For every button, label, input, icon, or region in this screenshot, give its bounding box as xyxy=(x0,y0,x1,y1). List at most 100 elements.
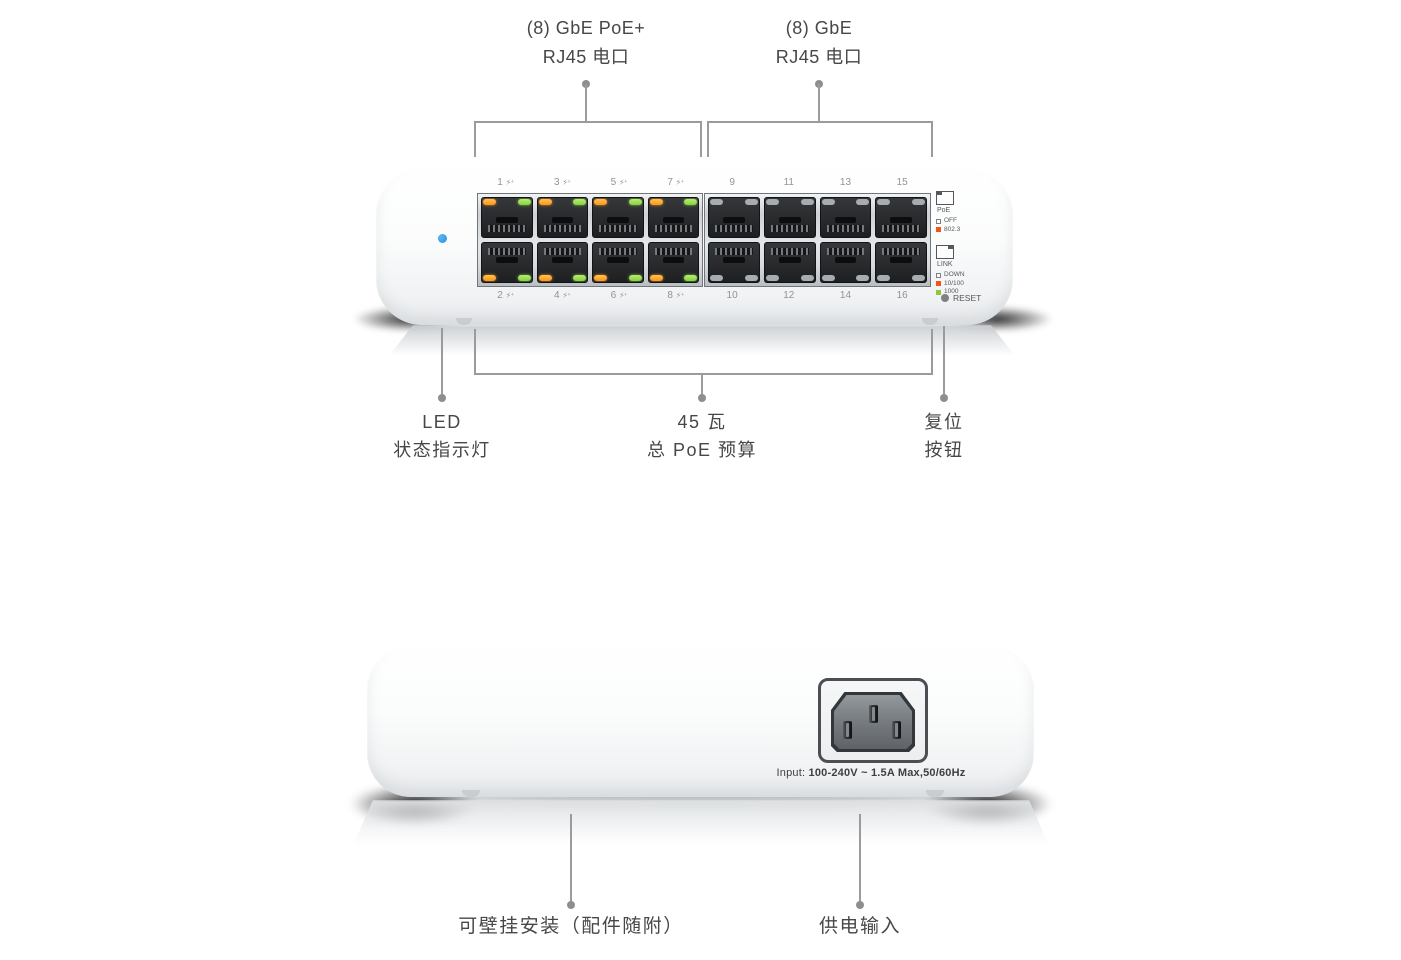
port-pins xyxy=(543,225,581,232)
port-pins xyxy=(599,225,637,232)
link-led xyxy=(628,275,642,281)
port-number-label: 5 ⚡⁺ xyxy=(610,177,628,188)
legend-item: 802.3 xyxy=(936,226,1006,235)
port-opening xyxy=(890,217,912,223)
poe-led xyxy=(594,275,607,281)
poe-led-off xyxy=(877,199,891,205)
port-pins xyxy=(770,248,809,255)
port-pins xyxy=(654,225,692,232)
link-led-off xyxy=(744,275,758,281)
port-number-label: 9 xyxy=(729,177,735,188)
device-foot xyxy=(922,318,938,325)
port-number-label: 6 ⚡⁺ xyxy=(610,290,628,301)
poe-led-off xyxy=(821,275,835,281)
port-pins xyxy=(715,248,753,255)
port-pins xyxy=(882,248,920,255)
callout-poe-budget-line2: 总 PoE 预算 xyxy=(646,440,758,460)
pin-slot xyxy=(895,723,898,737)
power-pin-earth xyxy=(869,705,878,723)
poe-bolt-icon: ⚡⁺ xyxy=(618,178,628,187)
legend-swatch xyxy=(936,227,941,233)
port-number-label: 2 ⚡⁺ xyxy=(497,290,515,301)
callout-line-power-input xyxy=(859,814,861,902)
port-opening xyxy=(723,257,745,263)
rj45-port xyxy=(708,242,760,283)
callout-led-line1: LED xyxy=(422,412,462,432)
rj45-poe-port xyxy=(647,242,699,283)
callout-poe-budget-line1: 45 瓦 xyxy=(677,412,727,432)
legend-item: 1000 xyxy=(936,288,1006,297)
device-foot xyxy=(462,790,480,797)
legend-swatch xyxy=(936,272,941,278)
port-number-label: 10 xyxy=(726,290,738,301)
callout-line-reset xyxy=(943,326,945,395)
port-pins xyxy=(882,225,920,232)
legend-swatch xyxy=(936,289,941,295)
port-opening xyxy=(551,217,573,223)
poe-led xyxy=(483,199,496,205)
led-position-marker xyxy=(936,191,942,195)
port-number-label: 13 xyxy=(839,177,852,188)
legend-item-label: 1000 xyxy=(944,288,959,295)
link-led xyxy=(573,275,586,281)
port-opening xyxy=(778,257,801,263)
rj45-port xyxy=(819,197,872,238)
callout-line-wall-mount xyxy=(570,814,572,902)
callout-dot xyxy=(438,394,446,402)
power-rating-text: Input: 100-240V ~ 1.5A Max,50/60Hz xyxy=(771,767,971,779)
status-led-indicator xyxy=(438,234,447,243)
poe-bolt-icon: ⚡⁺ xyxy=(505,291,515,300)
poe-led-off xyxy=(877,275,891,281)
callout-reset-line1: 复位 xyxy=(924,412,964,432)
callout-stem xyxy=(701,373,703,395)
callout-led-line2: 状态指示灯 xyxy=(393,440,491,460)
power-rating-value: 100-240V ~ 1.5A Max,50/60Hz xyxy=(808,767,966,779)
rj45-port xyxy=(875,197,927,238)
port-opening xyxy=(834,217,857,223)
poe-bolt-icon: ⚡⁺ xyxy=(618,291,628,300)
switch-back-view: Input: 100-240V ~ 1.5A Max,50/60Hz xyxy=(367,645,1034,797)
legend-poe-title: PoE xyxy=(937,207,951,214)
port-opening xyxy=(662,257,684,263)
callout-power-input-text: 供电输入 xyxy=(818,916,901,937)
reflection xyxy=(352,800,1050,848)
port-group-standard xyxy=(704,193,931,287)
port-pins xyxy=(599,248,637,255)
device-foot xyxy=(926,790,944,797)
link-led-off xyxy=(856,199,870,205)
poe-led xyxy=(538,199,552,205)
rj45-port xyxy=(763,197,816,238)
rj45-poe-port xyxy=(536,197,588,238)
port-pins xyxy=(826,248,865,255)
port-opening xyxy=(778,217,801,223)
pin-slot xyxy=(872,707,875,721)
callout-gbe-poe-ports: (8) GbE PoE+ RJ45 电口 xyxy=(466,14,706,72)
link-led-off xyxy=(744,199,758,205)
port-pins xyxy=(654,248,692,255)
callout-bracket-poe-budget xyxy=(474,329,933,375)
poe-led xyxy=(649,275,663,281)
rj45-port xyxy=(819,242,872,283)
port-number-label: 11 xyxy=(783,177,794,188)
callout-stem xyxy=(585,84,587,121)
poe-led xyxy=(649,199,663,205)
reset-button: RESET xyxy=(941,293,981,303)
link-led xyxy=(684,275,697,281)
poe-bolt-icon: ⚡⁺ xyxy=(505,178,515,187)
legend-swatch xyxy=(936,281,941,287)
port-opening xyxy=(662,217,684,223)
power-pin-line xyxy=(843,721,852,739)
rj45-poe-port xyxy=(536,242,588,283)
callout-gbe-line2: RJ45 电口 xyxy=(775,47,863,67)
callout-dot xyxy=(698,394,706,402)
callout-gbe-poe-line1: (8) GbE PoE+ xyxy=(526,18,646,38)
callout-stem xyxy=(818,84,820,121)
port-opening xyxy=(607,217,629,223)
rj45-poe-port xyxy=(481,197,533,238)
port-link-led-icon xyxy=(936,245,954,259)
link-led xyxy=(517,275,531,281)
callout-led-indicator: LED 状态指示灯 xyxy=(342,408,542,464)
port-opening xyxy=(834,257,857,263)
link-led-off xyxy=(912,199,925,205)
